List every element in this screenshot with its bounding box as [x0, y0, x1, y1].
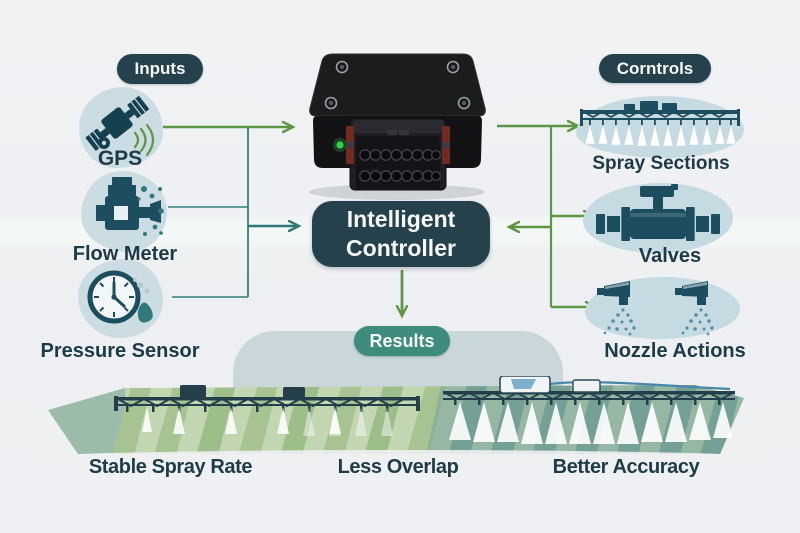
sprayed-field-illustration: [30, 376, 770, 462]
left-boom-spray-cones: [142, 407, 393, 436]
nozzle-left: [597, 281, 636, 336]
spray-sections-node: [576, 96, 744, 158]
controller-photo: [309, 53, 486, 200]
result-stable-spray-rate: Stable Spray Rate: [88, 456, 253, 478]
flow-meter-label: Flow Meter: [72, 243, 178, 265]
intelligent-controller-node: Intelligent Controller: [312, 201, 490, 267]
pressure-sensor-label: Pressure Sensor: [40, 340, 200, 362]
right-boom-spray-cones: [449, 402, 733, 444]
valves-node: [583, 183, 733, 253]
gps-satellite-icon: [85, 96, 155, 157]
nozzle-right: [675, 281, 714, 336]
inputs-title-text: Inputs: [134, 59, 186, 78]
nozzle-actions-label: Nozzle Actions: [604, 340, 746, 362]
right-spray-boom: [443, 376, 735, 405]
gps-node: [79, 87, 163, 168]
pressure-sensor-node: [78, 259, 163, 338]
gps-label: GPS: [97, 147, 143, 170]
controls-section-title: Corntrols: [599, 54, 711, 83]
result-less-overlap: Less Overlap: [337, 456, 459, 478]
nozzle-spray-icon: [597, 281, 714, 336]
status-led: [336, 141, 344, 149]
inputs-section-title: Inputs: [117, 54, 203, 84]
result-better-accuracy: Better Accuracy: [552, 456, 700, 478]
intelligent-controller-label: Intelligent Controller: [346, 206, 456, 261]
results-title-text: Results: [369, 330, 435, 351]
nozzle-actions-node: [585, 277, 740, 339]
valves-label: Valves: [638, 245, 702, 267]
pressure-sensor-icon: [87, 270, 153, 324]
valve-icon: [596, 184, 720, 241]
screws: [324, 60, 471, 110]
results-section-title: Results: [354, 326, 450, 356]
left-spray-boom: [114, 385, 420, 412]
spray-boom-icon: [580, 101, 740, 147]
flow-meter-node: [81, 171, 167, 252]
wiring-connector: [346, 117, 450, 191]
spray-sections-label: Spray Sections: [592, 153, 730, 174]
controls-title-text: Corntrols: [616, 58, 694, 78]
flow-meter-icon: [96, 177, 164, 236]
